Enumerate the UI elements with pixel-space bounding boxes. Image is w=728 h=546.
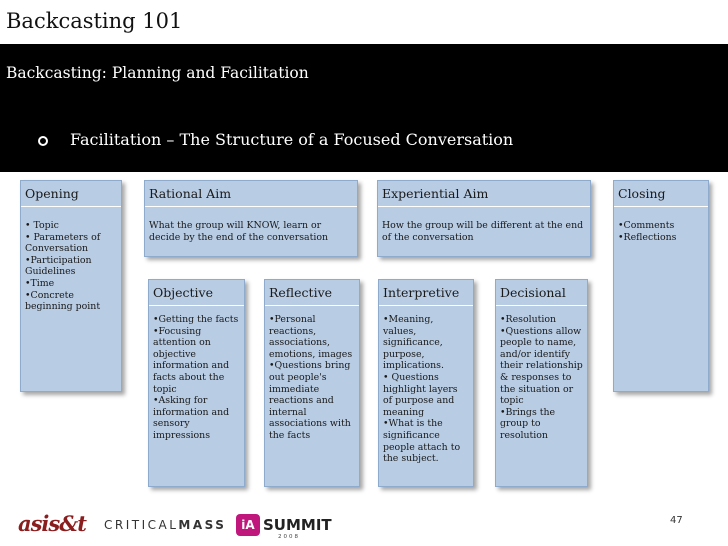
closing-divider	[614, 206, 708, 207]
objective-body: •Getting the facts •Focusing attention o…	[153, 314, 239, 441]
critical-mass-logo-light: CRITICAL	[104, 518, 179, 532]
critical-mass-logo-bold: MASS	[178, 518, 227, 532]
header-band: Backcasting: Planning and Facilitation F…	[0, 44, 728, 172]
closing-body: •Comments •Reflections	[618, 220, 677, 243]
decisional-box: Decisional •Resolution •Questions allow …	[495, 279, 588, 487]
interpretive-divider	[379, 305, 473, 306]
closing-box: Closing •Comments •Reflections	[613, 180, 709, 392]
interpretive-body: •Meaning, values, significance, purpose,…	[383, 314, 461, 465]
objective-divider	[149, 305, 244, 306]
footer-logos: asis&t CRITICALMASS iA SUMMIT 2008	[0, 505, 728, 546]
rational-aim-heading: Rational Aim	[149, 186, 232, 201]
opening-divider	[21, 206, 121, 207]
reflective-heading: Reflective	[269, 285, 333, 300]
decisional-divider	[496, 305, 587, 306]
objective-heading: Objective	[153, 285, 214, 300]
experiential-aim-box: Experiential Aim How the group will be d…	[377, 180, 591, 257]
reflective-divider	[265, 305, 359, 306]
decisional-heading: Decisional	[500, 285, 566, 300]
slide-title: Backcasting 101	[6, 9, 183, 33]
slide-subtitle: Backcasting: Planning and Facilitation	[6, 64, 309, 82]
title-bar: Backcasting 101	[0, 0, 728, 44]
rational-aim-divider	[145, 206, 357, 207]
reflective-body: •Personal reactions, associations, emoti…	[269, 314, 353, 441]
page-number: 47	[670, 515, 683, 526]
closing-heading: Closing	[618, 186, 666, 201]
interpretive-box: Interpretive •Meaning, values, significa…	[378, 279, 474, 487]
experiential-aim-body: How the group will be different at the e…	[382, 220, 584, 243]
bullet-circle-icon	[38, 136, 48, 146]
rational-aim-body: What the group will KNOW, learn or decid…	[149, 220, 329, 243]
objective-box: Objective •Getting the facts •Focusing a…	[148, 279, 245, 487]
experiential-aim-divider	[378, 206, 590, 207]
reflective-box: Reflective •Personal reactions, associat…	[264, 279, 360, 487]
opening-heading: Opening	[25, 186, 79, 201]
experiential-aim-heading: Experiential Aim	[382, 186, 489, 201]
summit-logo-year: 2008	[278, 534, 300, 540]
opening-box: Opening • Topic • Parameters of Conversa…	[20, 180, 122, 392]
interpretive-heading: Interpretive	[383, 285, 460, 300]
bullet-heading: Facilitation – The Structure of a Focuse…	[70, 130, 514, 149]
decisional-body: •Resolution •Questions allow people to n…	[500, 314, 583, 441]
opening-body: • Topic • Parameters of Conversation •Pa…	[25, 220, 101, 313]
ia-summit-logo-icon: iA	[236, 514, 260, 536]
rational-aim-box: Rational Aim What the group will KNOW, l…	[144, 180, 358, 257]
summit-logo-text: SUMMIT	[263, 516, 332, 534]
asist-logo: asis&t	[18, 511, 87, 536]
critical-mass-logo: CRITICALMASS	[104, 518, 226, 532]
